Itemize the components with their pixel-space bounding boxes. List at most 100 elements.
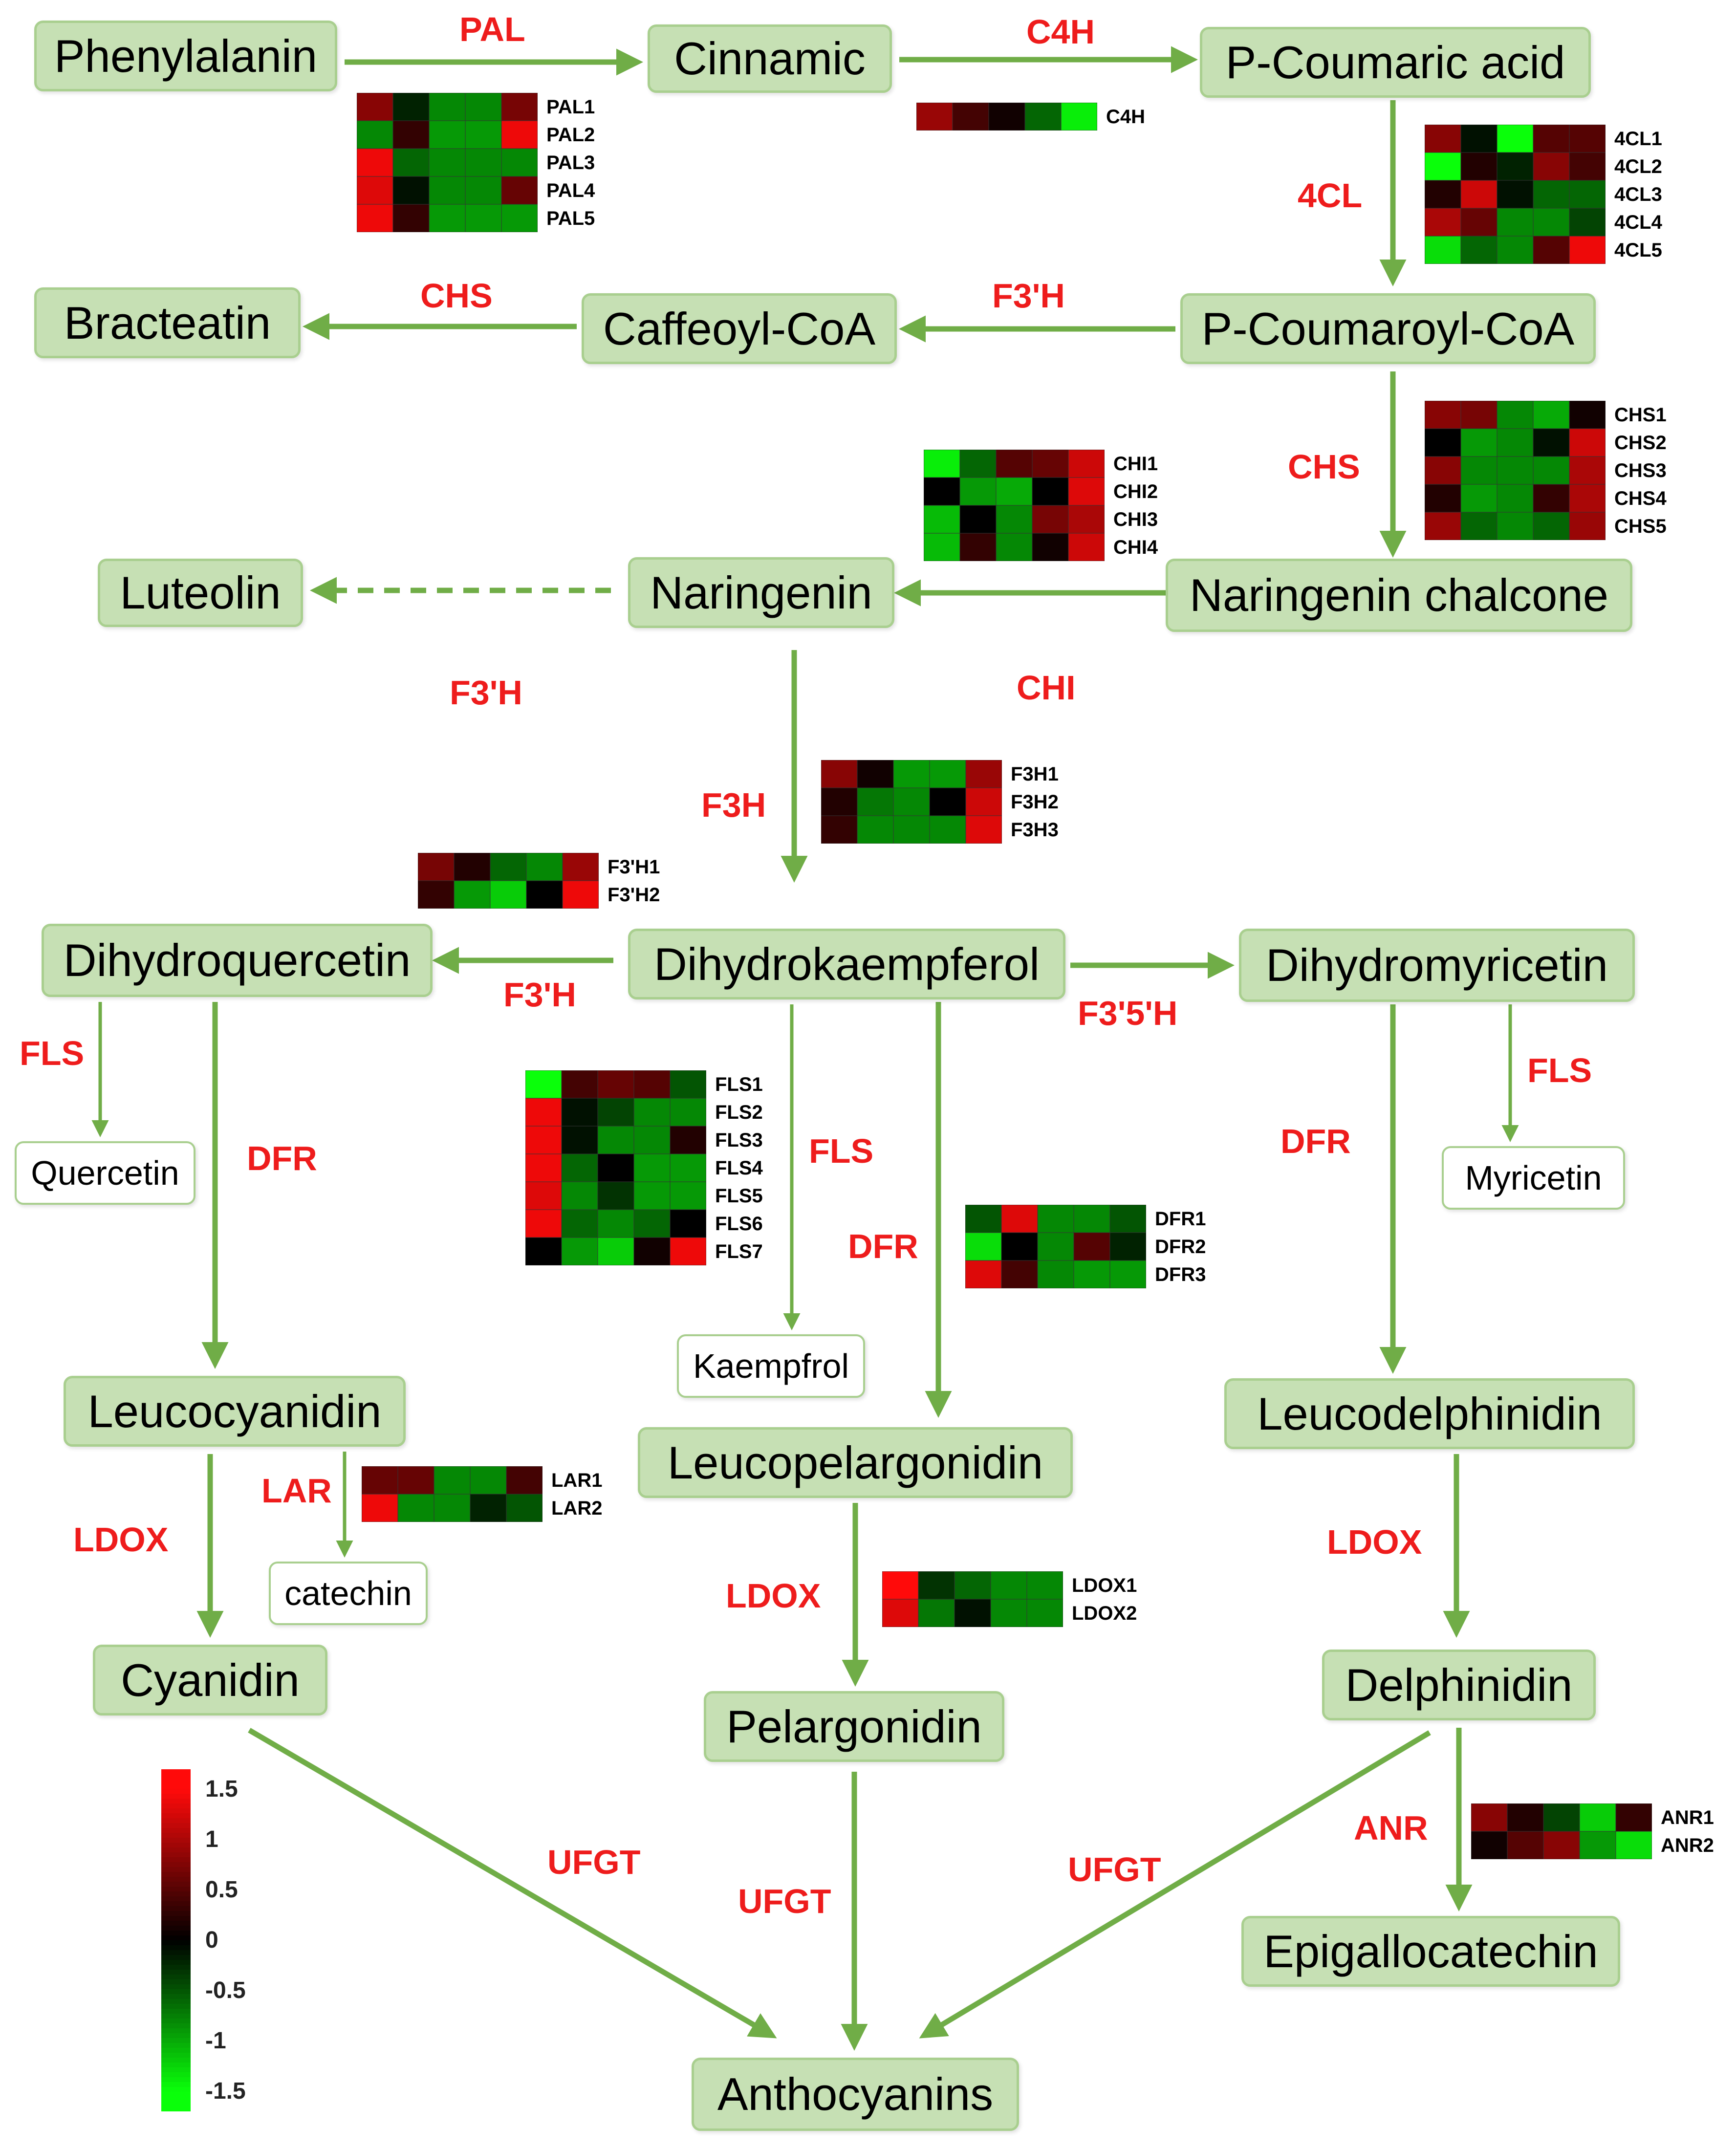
- heatmap-cell: [633, 1209, 671, 1238]
- heatmap-cell: [1037, 1260, 1074, 1288]
- legend-tick-label: 0.5: [205, 1877, 238, 1903]
- enzyme-f3h-left: F3'H: [450, 673, 522, 712]
- heatmap-cell: [1569, 401, 1606, 429]
- color-scale-step: [161, 1979, 191, 1985]
- heatmap-cell: [1543, 1803, 1580, 1832]
- gene-label: DFR3: [1155, 1263, 1206, 1285]
- heatmap-cell: [1497, 236, 1534, 264]
- enzyme-ldox-mid: LDOX: [726, 1577, 821, 1615]
- color-scale-step: [161, 2072, 191, 2078]
- heatmap-cell: [1061, 103, 1097, 130]
- color-scale-step: [161, 1784, 191, 1789]
- heatmap-cell: [501, 204, 538, 232]
- heatmap-cell: [1615, 1831, 1652, 1859]
- heatmap-cell: [1569, 208, 1606, 237]
- gene-label: FLS5: [715, 1185, 763, 1207]
- color-scale-step: [161, 1852, 191, 1858]
- node-dihydromyricetin: Dihydromyricetin: [1239, 929, 1635, 1002]
- heatmap-cell: [506, 1466, 542, 1495]
- heatmap-cell: [1533, 484, 1570, 513]
- heatmap-cell: [392, 148, 430, 177]
- heatmap-cell: [429, 120, 466, 149]
- heatmap-cell: [501, 148, 538, 177]
- heatmap-cell: [429, 176, 466, 205]
- color-scale-step: [161, 2082, 191, 2087]
- heatmap-cell: [670, 1126, 706, 1154]
- gene-label: PAL3: [546, 152, 595, 174]
- heatmap-cell: [1579, 1803, 1616, 1832]
- heatmap-cell: [1109, 1260, 1146, 1288]
- enzyme-f3h-mid: F3'H: [503, 976, 576, 1014]
- node-leucocyanidin: Leucocyanidin: [64, 1376, 406, 1447]
- gene-label: FLS1: [715, 1073, 763, 1095]
- heatmap-cell: [1460, 401, 1497, 429]
- heatmap-cell: [1001, 1232, 1038, 1261]
- legend-tick-label: 0: [205, 1927, 218, 1953]
- heatmap-cell: [633, 1181, 671, 1210]
- node-dihydroquercetin: Dihydroquercetin: [42, 924, 433, 997]
- heatmap-cell: [1533, 180, 1570, 209]
- color-scale-step: [161, 1999, 191, 2004]
- heatmap-cell: [1507, 1803, 1544, 1832]
- node-cinnamic: Cinnamic: [648, 24, 892, 93]
- color-scale-step: [161, 1926, 191, 1931]
- heatmap-cell: [1569, 236, 1606, 264]
- heatmap-cell: [454, 853, 491, 881]
- color-scale-step: [161, 1891, 191, 1897]
- heatmap-cell: [1068, 533, 1105, 561]
- enzyme-fls-left: FLS: [20, 1034, 85, 1072]
- color-scale-step: [161, 2087, 191, 2092]
- heatmap-cell: [1109, 1205, 1146, 1233]
- heatmap-cell: [1533, 208, 1570, 237]
- heatmap-cell: [1497, 512, 1534, 540]
- color-scale-step: [161, 2033, 191, 2039]
- legend-tick-label: -1: [205, 2027, 226, 2054]
- gene-label: FLS3: [715, 1129, 763, 1151]
- heatmap-grid: [1425, 401, 1606, 540]
- heatmap-grid: [357, 93, 538, 232]
- heatmap-cell: [1037, 1232, 1074, 1261]
- heatmap-cell: [525, 1070, 562, 1099]
- heatmap-cell: [821, 760, 858, 788]
- color-scale-step: [161, 1823, 191, 1828]
- heatmap-grid: [1471, 1803, 1652, 1859]
- heatmap-cell: [670, 1181, 706, 1210]
- heatmap-cell: [525, 1098, 562, 1127]
- gene-label: ANR1: [1661, 1806, 1714, 1828]
- heatmap-cell: [1497, 401, 1534, 429]
- color-scale-step: [161, 2038, 191, 2043]
- color-scale-step: [161, 1955, 191, 1960]
- enzyme-4cl: 4CL: [1298, 176, 1363, 215]
- heatmap-cell: [597, 1153, 634, 1182]
- enzyme-ldox-right: LDOX: [1327, 1523, 1422, 1561]
- heatmap-cell: [1032, 505, 1069, 534]
- heatmap-cell: [1425, 180, 1461, 209]
- color-scale-step: [161, 1769, 191, 1775]
- enzyme-chs-mid: CHS: [1288, 448, 1360, 486]
- color-scale-step: [161, 2107, 191, 2111]
- heatmap-cell: [1073, 1260, 1110, 1288]
- gene-label: F3H1: [1011, 763, 1059, 785]
- color-scale-step: [161, 1975, 191, 1980]
- heatmap-cell: [965, 1260, 1002, 1288]
- color-scale-step: [161, 1882, 191, 1887]
- arrow-cyanidin-anthocyanins: [248, 1728, 777, 2039]
- heatmap-cell: [561, 1181, 598, 1210]
- node-cyanidin: Cyanidin: [93, 1645, 327, 1716]
- enzyme-ufgt-right: UFGT: [1068, 1850, 1161, 1889]
- heatmap-cell: [1109, 1232, 1146, 1261]
- heatmap-cell: [1533, 125, 1570, 153]
- heatmap-cell: [965, 760, 1002, 788]
- gene-label: FLS6: [715, 1213, 763, 1235]
- heatmap-cell: [1068, 477, 1105, 506]
- color-scale-step: [161, 1940, 191, 1946]
- heatmap-cell: [1497, 208, 1534, 237]
- heatmap-grid: [525, 1070, 706, 1265]
- gene-label: CHS1: [1614, 404, 1667, 426]
